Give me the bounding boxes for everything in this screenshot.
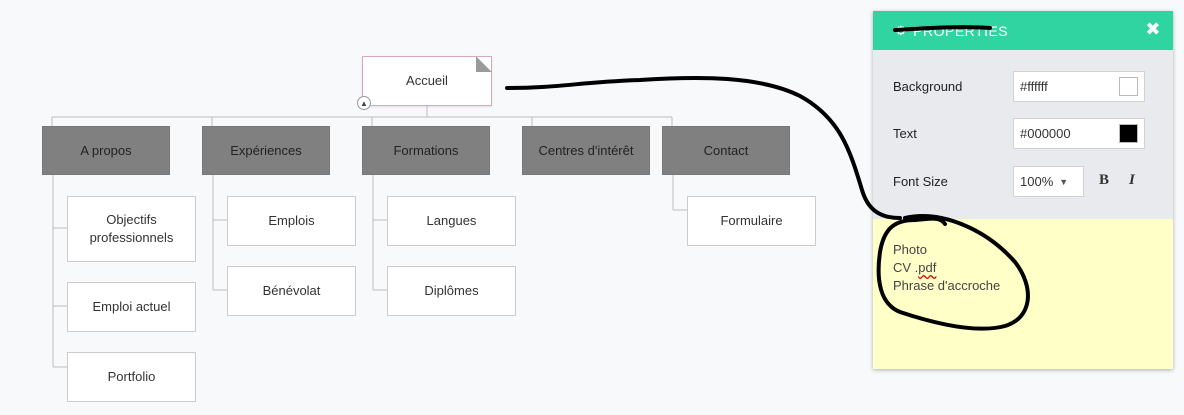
leaf-node[interactable]: Langues xyxy=(387,196,516,246)
leaf-label: Langues xyxy=(426,213,477,228)
page-fold-icon xyxy=(476,56,492,72)
leaf-label: Diplômes xyxy=(424,283,479,298)
properties-title: PROPERTIES xyxy=(913,22,1009,39)
leaf-label: Bénévolat xyxy=(262,283,321,298)
leaf-label: Emploi actuel xyxy=(92,299,171,314)
text-label: Text xyxy=(893,126,917,141)
text-swatch[interactable] xyxy=(1119,124,1138,143)
background-color-field[interactable]: #ffffff xyxy=(1013,71,1145,102)
root-node-label: Accueil xyxy=(406,73,448,88)
note-line-cv: CV .pdf xyxy=(893,260,937,275)
bold-button[interactable]: B xyxy=(1099,172,1110,188)
italic-button[interactable]: I xyxy=(1129,172,1135,188)
section-node-formations[interactable]: Formations xyxy=(362,126,490,175)
section-label: Expériences xyxy=(230,142,302,158)
root-node[interactable]: Accueil xyxy=(362,56,492,106)
section-node-contact[interactable]: Contact xyxy=(662,126,790,175)
leaf-node[interactable]: Emploi actuel xyxy=(67,282,196,332)
text-color-value: #000000 xyxy=(1020,126,1071,141)
leaf-node[interactable]: Diplômes xyxy=(387,266,516,316)
section-node-experiences[interactable]: Expériences xyxy=(202,126,330,175)
leaf-label: Portfolio xyxy=(107,369,156,384)
background-label: Background xyxy=(893,79,963,94)
collapse-toggle-icon[interactable]: ▲ xyxy=(357,96,371,110)
properties-header: ⚙ PROPERTIES ✖ xyxy=(873,11,1173,50)
background-swatch[interactable] xyxy=(1119,77,1138,96)
section-node-a-propos[interactable]: A propos xyxy=(42,126,170,175)
section-label: Formations xyxy=(393,142,459,158)
close-icon[interactable]: ✖ xyxy=(1145,19,1161,39)
section-label: Contact xyxy=(703,142,749,158)
leaf-node[interactable]: Objectifs professionnels xyxy=(67,196,196,262)
font-size-select[interactable]: 100% ▼ xyxy=(1013,166,1084,197)
font-size-label: Font Size xyxy=(893,174,948,189)
properties-panel: ⚙ PROPERTIES ✖ Background #ffffff Text #… xyxy=(873,11,1173,369)
note-line: Phrase d'accroche xyxy=(893,278,1001,293)
section-label: Centres d'intérêt xyxy=(538,142,634,158)
leaf-node[interactable]: Bénévolat xyxy=(227,266,356,316)
section-node-centres-interet[interactable]: Centres d'intérêt xyxy=(522,126,650,175)
notes-area[interactable]: Photo CV .pdf Phrase d'accroche xyxy=(873,219,1173,369)
leaf-label: Formulaire xyxy=(720,213,783,228)
font-size-value: 100% xyxy=(1020,174,1054,189)
text-color-field[interactable]: #000000 xyxy=(1013,118,1145,149)
chevron-down-icon: ▼ xyxy=(1059,176,1069,187)
leaf-node[interactable]: Portfolio xyxy=(67,352,196,402)
leaf-label: Objectifs professionnels xyxy=(89,212,174,245)
background-color-value: #ffffff xyxy=(1020,79,1048,94)
leaf-label: Emplois xyxy=(268,213,315,228)
leaf-node[interactable]: Formulaire xyxy=(687,196,816,246)
leaf-node[interactable]: Emplois xyxy=(227,196,356,246)
section-label: A propos xyxy=(80,142,132,158)
gear-icon: ⚙ xyxy=(895,22,908,38)
note-line: Photo xyxy=(893,242,927,257)
